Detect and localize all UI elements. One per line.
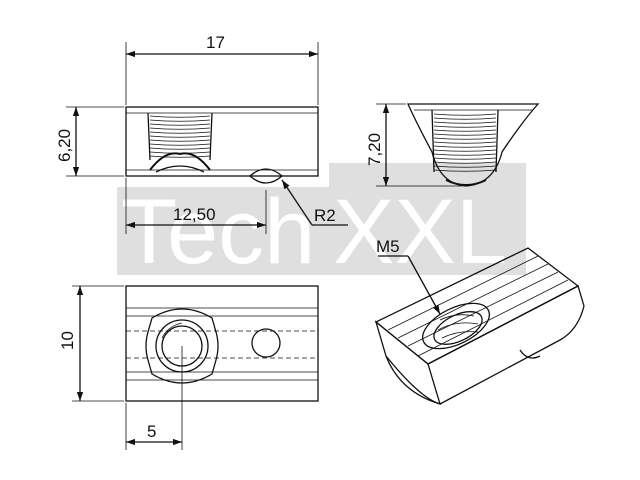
dim-width: 10 (58, 285, 124, 402)
isometric-view (374, 247, 585, 405)
thread-line (149, 139, 211, 142)
thread-line (149, 135, 211, 138)
thread-line (433, 169, 497, 172)
dim-label-12-50: 12,50 (173, 205, 216, 224)
thread-line (433, 145, 497, 148)
dim-right-height: 7,20 (365, 103, 462, 187)
thread-line (433, 121, 497, 124)
thread-line (433, 113, 497, 116)
dim-thread: M5 (376, 237, 441, 315)
dim-label-r2: R2 (314, 206, 336, 225)
top-view (125, 285, 319, 402)
dim-top-length: 17 (125, 33, 319, 105)
thread-line (433, 149, 497, 152)
dim-label-6-20: 6,20 (55, 129, 74, 162)
front-view (125, 106, 319, 184)
thread-line (149, 143, 211, 146)
thread-line (433, 125, 497, 128)
thread-line (433, 165, 497, 168)
thread-line (433, 141, 497, 144)
dim-label-m5: M5 (376, 237, 400, 256)
thread-line (149, 127, 211, 130)
dim-radius: R2 (281, 179, 348, 226)
thread-line (149, 131, 211, 134)
thread-line (149, 119, 211, 122)
thread-line (433, 137, 497, 140)
thread-hatching (147, 112, 213, 161)
thread-line (433, 161, 497, 164)
thread-line (433, 117, 497, 120)
thread-line (149, 147, 211, 150)
watermark-text-left: Tech (121, 181, 315, 283)
thread-line (149, 123, 211, 126)
dim-left-height: 6,20 (55, 106, 124, 177)
watermark-text-right: XXL (333, 181, 507, 283)
dim-label-5: 5 (147, 422, 156, 441)
dim-hole-offset: 5 (125, 346, 183, 450)
thread-line (433, 157, 497, 160)
watermark-right-box (329, 163, 526, 275)
dim-hole-position: 12,50 (125, 178, 267, 234)
thread-line (149, 155, 211, 158)
dim-label-7-20: 7,20 (365, 133, 384, 166)
thread-line (433, 153, 497, 156)
thread-line (433, 133, 497, 136)
watermark: Tech XXL (117, 163, 526, 283)
dim-label-17: 17 (206, 33, 225, 52)
thread-line (433, 129, 497, 132)
side-view (406, 103, 540, 187)
dim-label-10: 10 (58, 331, 77, 350)
thread-line (149, 115, 211, 118)
watermark-left-box (117, 187, 329, 275)
